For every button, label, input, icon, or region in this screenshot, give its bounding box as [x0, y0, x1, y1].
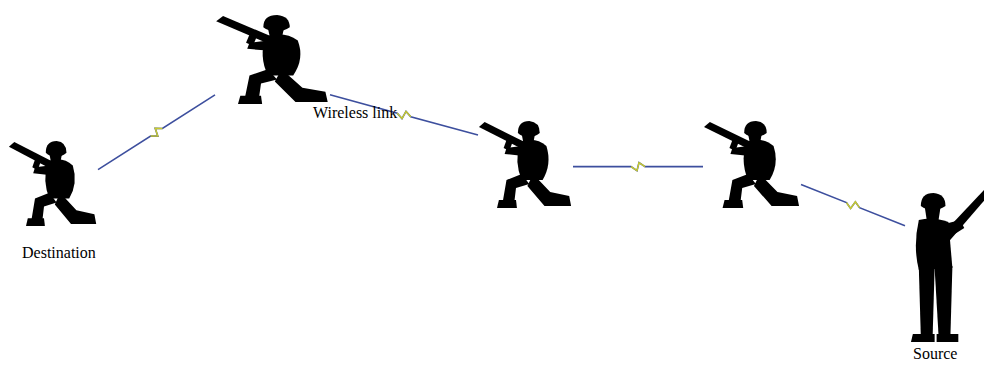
soldier-back-leg [754, 174, 799, 206]
soldier-front-foot [497, 200, 517, 208]
soldier-front-leg [31, 193, 56, 222]
soldier-node [215, 12, 330, 104]
soldier-front-foot [238, 96, 262, 104]
node-label: Destination [22, 244, 96, 262]
soldier-silhouette [8, 138, 98, 226]
wireless-link [801, 185, 905, 226]
wireless-link-group [801, 185, 905, 226]
soldier-back-leg [527, 174, 571, 206]
soldier-front-leg [245, 69, 277, 100]
soldier-front-leg [728, 174, 755, 204]
soldier-node [478, 118, 573, 208]
soldier-node [703, 118, 801, 208]
soldier-right-leg [935, 266, 953, 336]
wireless-link-group [573, 163, 703, 171]
soldier-torso [517, 140, 548, 180]
soldier-torso [744, 140, 776, 180]
soldier-head [925, 207, 941, 220]
lightning-accent [397, 111, 411, 118]
soldier-right-foot [937, 334, 959, 342]
node-label: Source [913, 345, 957, 363]
lightning-accent [631, 163, 645, 171]
soldier-left-leg [919, 268, 935, 336]
soldier-torso [45, 159, 75, 198]
soldier-arm [945, 220, 965, 238]
soldier-node: Source [905, 190, 984, 345]
soldier-left-foot [911, 334, 935, 342]
soldier-torso [263, 34, 301, 75]
soldier-arm [33, 165, 51, 175]
link-label: Wireless link [313, 104, 397, 122]
lightning-accent [151, 128, 163, 136]
soldier-node: Destination [8, 138, 98, 226]
soldier-silhouette [905, 190, 984, 345]
soldier-back-leg [55, 193, 96, 224]
soldier-arm [505, 146, 524, 156]
soldier-arm [247, 41, 270, 51]
soldier-front-foot [723, 200, 744, 208]
soldier-rifle [943, 188, 984, 242]
wireless-link [573, 163, 703, 171]
soldier-silhouette [703, 118, 801, 208]
soldier-silhouette [215, 12, 330, 104]
soldier-front-foot [26, 218, 45, 226]
soldier-front-leg [503, 174, 530, 204]
soldier-back-leg [275, 69, 328, 102]
lightning-accent [846, 202, 859, 209]
soldier-silhouette [478, 118, 573, 208]
wireless-link [98, 95, 215, 170]
soldier-arm [730, 146, 750, 156]
wireless-link-group [98, 95, 215, 170]
